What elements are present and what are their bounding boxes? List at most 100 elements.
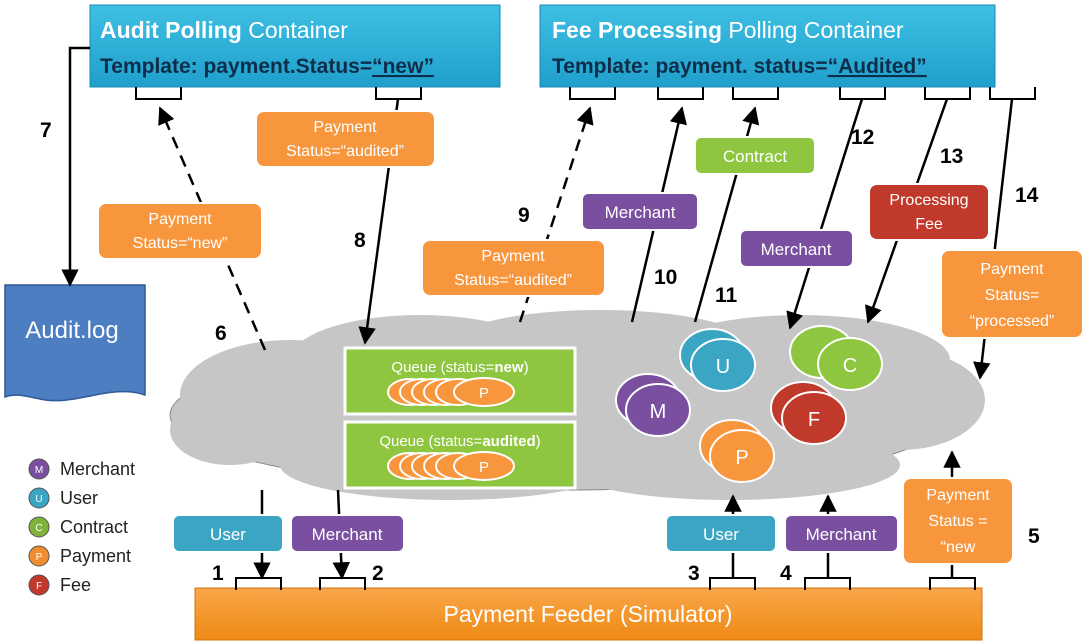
audit-container-title-bold: Audit Polling: [100, 17, 242, 43]
label-merchant-12-text: Merchant: [761, 240, 832, 259]
audit-log-label: Audit.log: [25, 317, 118, 344]
queue-audited-payments: P: [387, 451, 515, 481]
step-14: 14: [1015, 184, 1039, 207]
svg-text:Audit Polling Container: Audit Polling Container: [100, 17, 348, 43]
legend-contract-label: Contract: [60, 517, 128, 537]
label-processing-fee: Processing Fee: [868, 183, 990, 241]
step-numbers: 1 2 3 4 5 6 7 8 9 10 11 12 13 14: [40, 119, 1040, 585]
user-token: U: [679, 328, 756, 392]
merchant-token: M: [615, 373, 691, 437]
legend-payment-label: Payment: [60, 546, 131, 566]
merchant-token-letter: M: [650, 401, 667, 423]
label-merchant-left: Merchant: [290, 514, 405, 553]
audit-container-title-rest: Container: [242, 17, 348, 43]
fee-processing-polling-container: Fee Processing Polling Container Templat…: [539, 4, 996, 88]
legend-item-user: U User: [28, 487, 98, 509]
legend-item-merchant: M Merchant: [28, 458, 135, 480]
label-payment-new-left: Payment Status=“new”: [97, 202, 263, 260]
fee-template-prefix: Template: payment. status=: [552, 55, 828, 78]
arrow-7: [61, 46, 90, 287]
label-processing-fee-line1: Processing: [889, 192, 968, 209]
queue-audited-payment-letter: P: [479, 459, 489, 476]
queue-new-bold: new: [494, 359, 524, 376]
svg-text:Queue (status=new): Queue (status=new): [391, 359, 528, 376]
label-payment-new-left-line1: Payment: [148, 211, 212, 228]
queue-new-payment-letter: P: [479, 385, 489, 402]
legend-contract-letter: C: [35, 523, 42, 534]
label-user-left: User: [172, 514, 284, 553]
arrow-12: [786, 98, 864, 330]
fee-token-letter: F: [808, 409, 820, 431]
step-12: 12: [851, 126, 874, 149]
audit-polling-container: Audit Polling Container Template: paymen…: [89, 4, 501, 88]
step-9: 9: [518, 204, 530, 227]
label-payment-audited-top: Payment Status=“audited”: [255, 110, 436, 168]
fee-template-value: “Audited”: [828, 55, 927, 78]
label-payment-processed-line3: “processed”: [970, 313, 1054, 330]
queue-new-prefix: Queue (status=: [391, 359, 494, 376]
label-merchant-right: Merchant: [784, 514, 899, 553]
contract-token: C: [789, 325, 883, 391]
legend-user-label: User: [60, 488, 98, 508]
label-processing-fee-line2: Fee: [915, 216, 943, 233]
step-5: 5: [1028, 525, 1040, 548]
label-user-left-text: User: [210, 525, 246, 544]
queue-audited-bold: audited: [482, 433, 535, 450]
step-4: 4: [780, 562, 792, 585]
label-payment-audited-mid-line1: Payment: [481, 248, 545, 265]
label-merchant-9: Merchant: [581, 192, 699, 231]
svg-text:Queue (status=audited): Queue (status=audited): [379, 433, 540, 450]
legend-item-contract: C Contract: [28, 516, 128, 538]
step-3: 3: [688, 562, 700, 585]
step-10: 10: [654, 266, 677, 289]
label-merchant-left-text: Merchant: [312, 525, 383, 544]
audit-log-document: Audit.log: [4, 284, 146, 402]
label-contract: Contract: [694, 136, 816, 175]
step-2: 2: [372, 562, 384, 585]
legend-item-fee: F Fee: [28, 574, 91, 596]
legend-merchant-label: Merchant: [60, 459, 135, 479]
label-payment-processed: Payment Status= “processed”: [940, 249, 1084, 339]
fee-token: F: [770, 381, 847, 445]
arrow-9: [518, 106, 594, 323]
label-payment-audited-mid: Payment Status=“audited”: [421, 239, 606, 297]
audit-template-value: “new”: [372, 55, 434, 78]
label-payment-new-left-line2: Status=“new”: [133, 235, 228, 252]
label-payment-new-right: Payment Status = “new: [902, 477, 1014, 565]
legend-merchant-letter: M: [35, 465, 43, 476]
legend: M Merchant U User C Contract P Payment F…: [28, 458, 135, 596]
svg-text:Template: payment.Status=“new”: Template: payment.Status=“new”: [100, 55, 434, 78]
queue-status-audited: Queue (status=audited) P: [343, 420, 577, 490]
queue-status-new: Queue (status=new) P: [343, 346, 577, 416]
label-payment-new-right-line3: “new: [941, 539, 976, 556]
label-payment-audited-top-line2: Status=“audited”: [286, 143, 404, 160]
label-payment-new-right-line1: Payment: [926, 487, 990, 504]
label-payment-processed-line2: Status=: [985, 287, 1040, 304]
legend-item-payment: P Payment: [28, 545, 131, 567]
label-payment-audited-top-line1: Payment: [313, 119, 377, 136]
fee-container-title-bold: Fee Processing: [552, 17, 722, 43]
fee-container-title-rest: Polling Container: [722, 17, 904, 43]
step-8: 8: [354, 229, 366, 252]
container-ports: [135, 87, 1036, 100]
contract-token-letter: C: [843, 355, 857, 377]
user-token-letter: U: [716, 356, 730, 378]
label-merchant-9-text: Merchant: [605, 203, 676, 222]
legend-fee-label: Fee: [60, 575, 91, 595]
legend-payment-letter: P: [36, 552, 43, 563]
queue-audited-prefix: Queue (status=: [379, 433, 482, 450]
legend-fee-letter: F: [36, 581, 42, 592]
label-contract-text: Contract: [723, 147, 788, 166]
queue-audited-suffix: ): [536, 433, 541, 450]
label-user-right-text: User: [703, 525, 739, 544]
svg-text:Fee Processing Polling Contain: Fee Processing Polling Container: [552, 17, 904, 43]
queue-new-payments: P: [387, 377, 515, 407]
payment-token-letter: P: [735, 447, 748, 469]
label-merchant-12: Merchant: [739, 229, 854, 268]
label-payment-audited-mid-line2: Status=“audited”: [454, 272, 572, 289]
step-13: 13: [940, 145, 963, 168]
step-1: 1: [212, 562, 224, 585]
audit-template-prefix: Template: payment.Status=: [100, 55, 372, 78]
payment-feeder: Payment Feeder (Simulator): [194, 587, 983, 641]
label-payment-processed-line1: Payment: [980, 261, 1044, 278]
